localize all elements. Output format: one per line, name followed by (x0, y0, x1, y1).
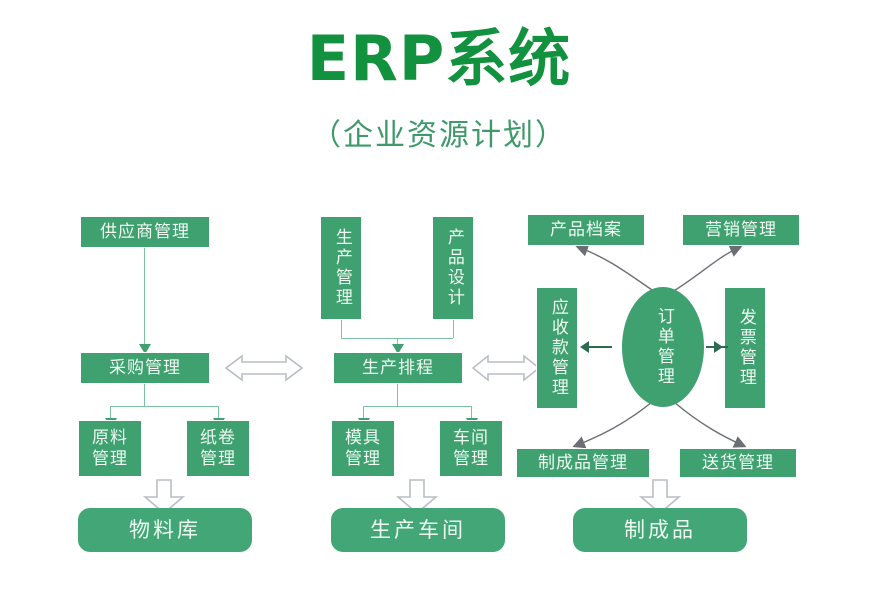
node-material-management[interactable]: 原料 管理 (78, 420, 142, 477)
node-delivery-management[interactable]: 送货管理 (679, 448, 797, 478)
node-mold-management[interactable]: 模具 管理 (331, 420, 395, 477)
line-purchase-to-material (110, 406, 111, 420)
node-paper-roll-management[interactable]: 纸卷 管理 (186, 420, 250, 477)
node-supplier-management[interactable]: 供应商管理 (80, 216, 210, 248)
node-label: 营销管理 (705, 219, 777, 240)
curve-order-to-finished-goods-mgmt (572, 401, 653, 449)
node-label: 采购管理 (109, 357, 181, 378)
node-label: 原料 管理 (92, 427, 128, 469)
double-arrow-purchase-production (222, 352, 306, 384)
node-production-workshop[interactable]: 生产车间 (331, 508, 505, 552)
arrowhead-order-to-receivables (580, 341, 589, 353)
node-label: 生产车间 (370, 517, 466, 542)
double-arrow-production-receivables (470, 352, 542, 384)
line-purchase-to-paperroll (218, 406, 219, 420)
node-label: 制成品 (624, 517, 696, 542)
line-schedule-to-mold (363, 406, 364, 420)
node-receivables-management[interactable]: 应收款管理 (536, 287, 578, 409)
node-label: 供应商管理 (100, 221, 190, 242)
line-schedule-to-workshop (471, 406, 472, 420)
node-marketing-management[interactable]: 营销管理 (682, 214, 800, 246)
node-label: 物料库 (129, 517, 201, 542)
curve-order-to-marketing (671, 245, 743, 293)
node-finished-goods[interactable]: 制成品 (573, 508, 747, 552)
node-label: 生产管理 (331, 228, 352, 308)
node-product-design[interactable]: 产品设计 (432, 216, 474, 320)
node-purchase-management[interactable]: 采购管理 (80, 352, 210, 384)
node-label: 制成品管理 (538, 452, 628, 473)
node-label: 订单管理 (653, 307, 674, 387)
node-label: 产品设计 (443, 228, 464, 308)
hollow-arrow-to-material-warehouse (143, 479, 185, 515)
arrowhead-order-to-invoice (714, 341, 723, 353)
node-product-archive[interactable]: 产品档案 (527, 214, 645, 246)
node-label: 模具 管理 (345, 427, 381, 469)
line-schedule-branch (363, 406, 471, 407)
hollow-arrow-to-production-workshop (396, 479, 438, 515)
node-invoice-management[interactable]: 发票管理 (724, 287, 766, 409)
curve-order-to-product-archive (575, 244, 656, 293)
node-production-management[interactable]: 生产管理 (320, 216, 362, 320)
node-label: 发票管理 (735, 308, 756, 388)
node-order-management[interactable]: 订单管理 (622, 287, 704, 407)
node-label: 送货管理 (702, 452, 774, 473)
arrowhead-to-production-schedule (392, 344, 404, 354)
node-label: 产品档案 (550, 219, 622, 240)
node-label: 车间 管理 (453, 427, 489, 469)
line-schedule-stem (397, 384, 398, 406)
node-production-schedule[interactable]: 生产排程 (333, 352, 463, 384)
line-supplier-to-purchase (144, 248, 145, 344)
arrowhead-supplier-to-purchase (139, 344, 151, 354)
node-finished-goods-management[interactable]: 制成品管理 (516, 448, 650, 478)
line-purchase-stem (144, 384, 145, 406)
line-purchase-branch (110, 406, 218, 407)
page-subtitle: （企业资源计划） (311, 118, 567, 153)
node-label: 生产排程 (362, 357, 434, 378)
node-workshop-management[interactable]: 车间 管理 (439, 420, 503, 477)
node-label: 应收款管理 (547, 298, 568, 398)
line-prodmgmt-down (341, 320, 342, 338)
node-material-warehouse[interactable]: 物料库 (78, 508, 252, 552)
line-proddesign-down (453, 320, 454, 338)
line-merge-to-schedule (397, 338, 398, 346)
hollow-arrow-to-finished-goods (639, 479, 681, 515)
node-label: 纸卷 管理 (200, 427, 236, 469)
line-order-to-receivables (588, 346, 612, 348)
page-title: ERP系统 (306, 22, 572, 95)
